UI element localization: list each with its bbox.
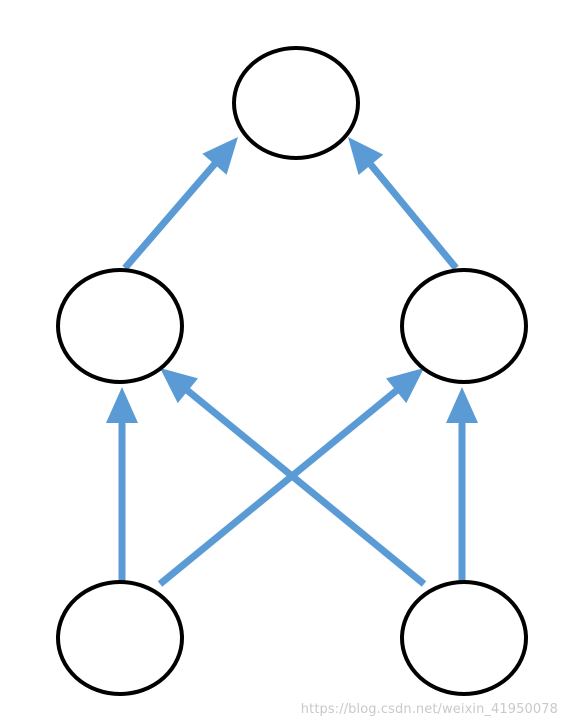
edge-mid-left-to-top-head (202, 137, 238, 175)
edge-mid-right-to-top-shaft (366, 161, 459, 271)
edge-bottom-left-to-mid-left-head (106, 387, 138, 423)
edges-group (106, 137, 478, 587)
node-bottom-left (56, 580, 184, 696)
edge-bottom-right-to-mid-right (446, 387, 478, 582)
edge-bottom-right-to-mid-left-head (160, 368, 198, 404)
nodes-group (56, 46, 528, 696)
node-bottom-right (400, 580, 528, 696)
edge-bottom-left-to-mid-right (157, 368, 424, 587)
node-mid-right (400, 268, 528, 384)
edge-bottom-left-to-mid-right-shaft (157, 386, 400, 587)
edge-mid-left-to-top (122, 137, 238, 271)
edge-mid-left-to-top-shaft (122, 160, 219, 271)
node-mid-left (56, 268, 184, 384)
edge-mid-right-to-top-head (348, 137, 384, 175)
node-top (232, 46, 360, 160)
edge-mid-right-to-top (348, 137, 459, 271)
edge-bottom-left-to-mid-left (106, 387, 138, 582)
edge-bottom-right-to-mid-left (160, 368, 427, 587)
edge-bottom-right-to-mid-right-head (446, 387, 478, 423)
edge-bottom-left-to-mid-right-head (386, 368, 424, 404)
edge-bottom-right-to-mid-left-shaft (184, 386, 427, 587)
watermark-text: https://blog.csdn.net/weixin_41950078 (300, 702, 558, 717)
